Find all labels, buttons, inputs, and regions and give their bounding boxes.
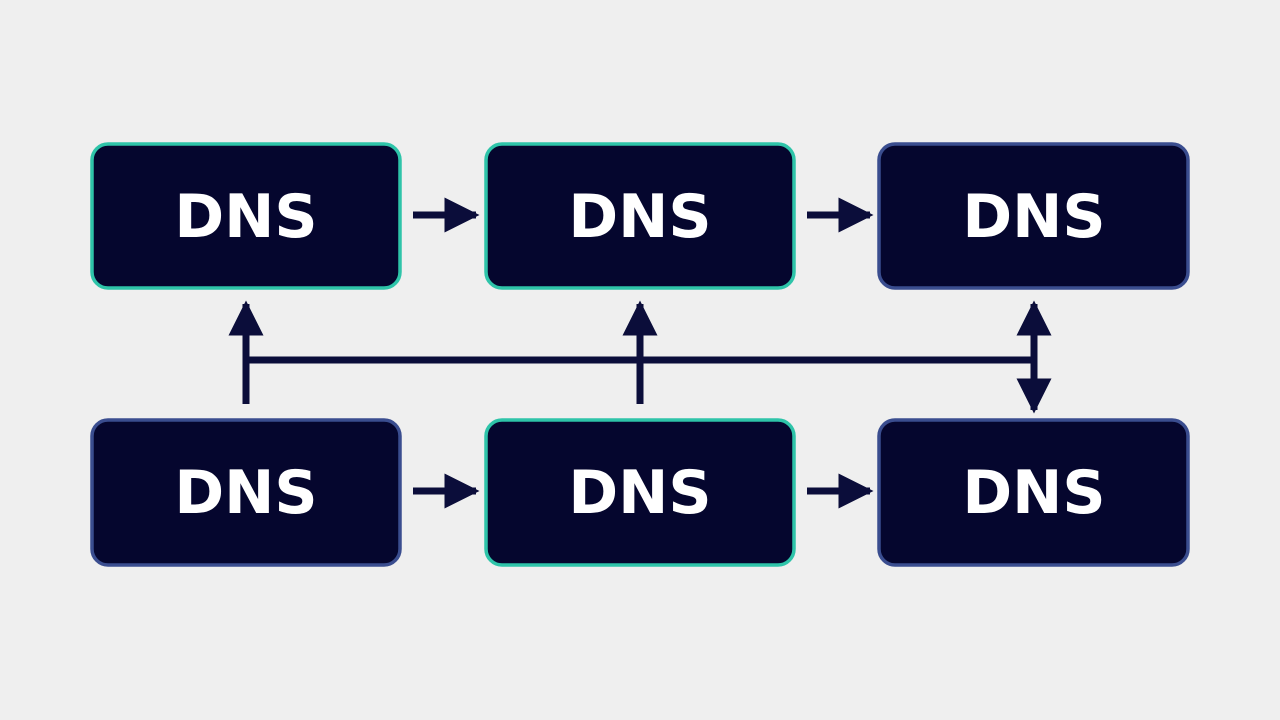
dns-node-4: DNS [90, 418, 402, 567]
dns-node-3: DNS [877, 142, 1190, 290]
nodes: DNS DNS DNS DNS DNS DNS [90, 142, 1190, 567]
dns-node-2: DNS [484, 142, 796, 290]
dns-node-5: DNS [484, 418, 796, 567]
dns-node-6-label: DNS [962, 458, 1105, 528]
dns-node-4-label: DNS [174, 458, 317, 528]
dns-node-1-label: DNS [174, 182, 317, 252]
dns-node-1: DNS [90, 142, 402, 290]
dns-node-3-label: DNS [962, 182, 1105, 252]
dns-node-6: DNS [877, 418, 1190, 567]
connectors [228, 197, 1052, 509]
dns-node-2-label: DNS [568, 182, 711, 252]
dns-node-5-label: DNS [568, 458, 711, 528]
